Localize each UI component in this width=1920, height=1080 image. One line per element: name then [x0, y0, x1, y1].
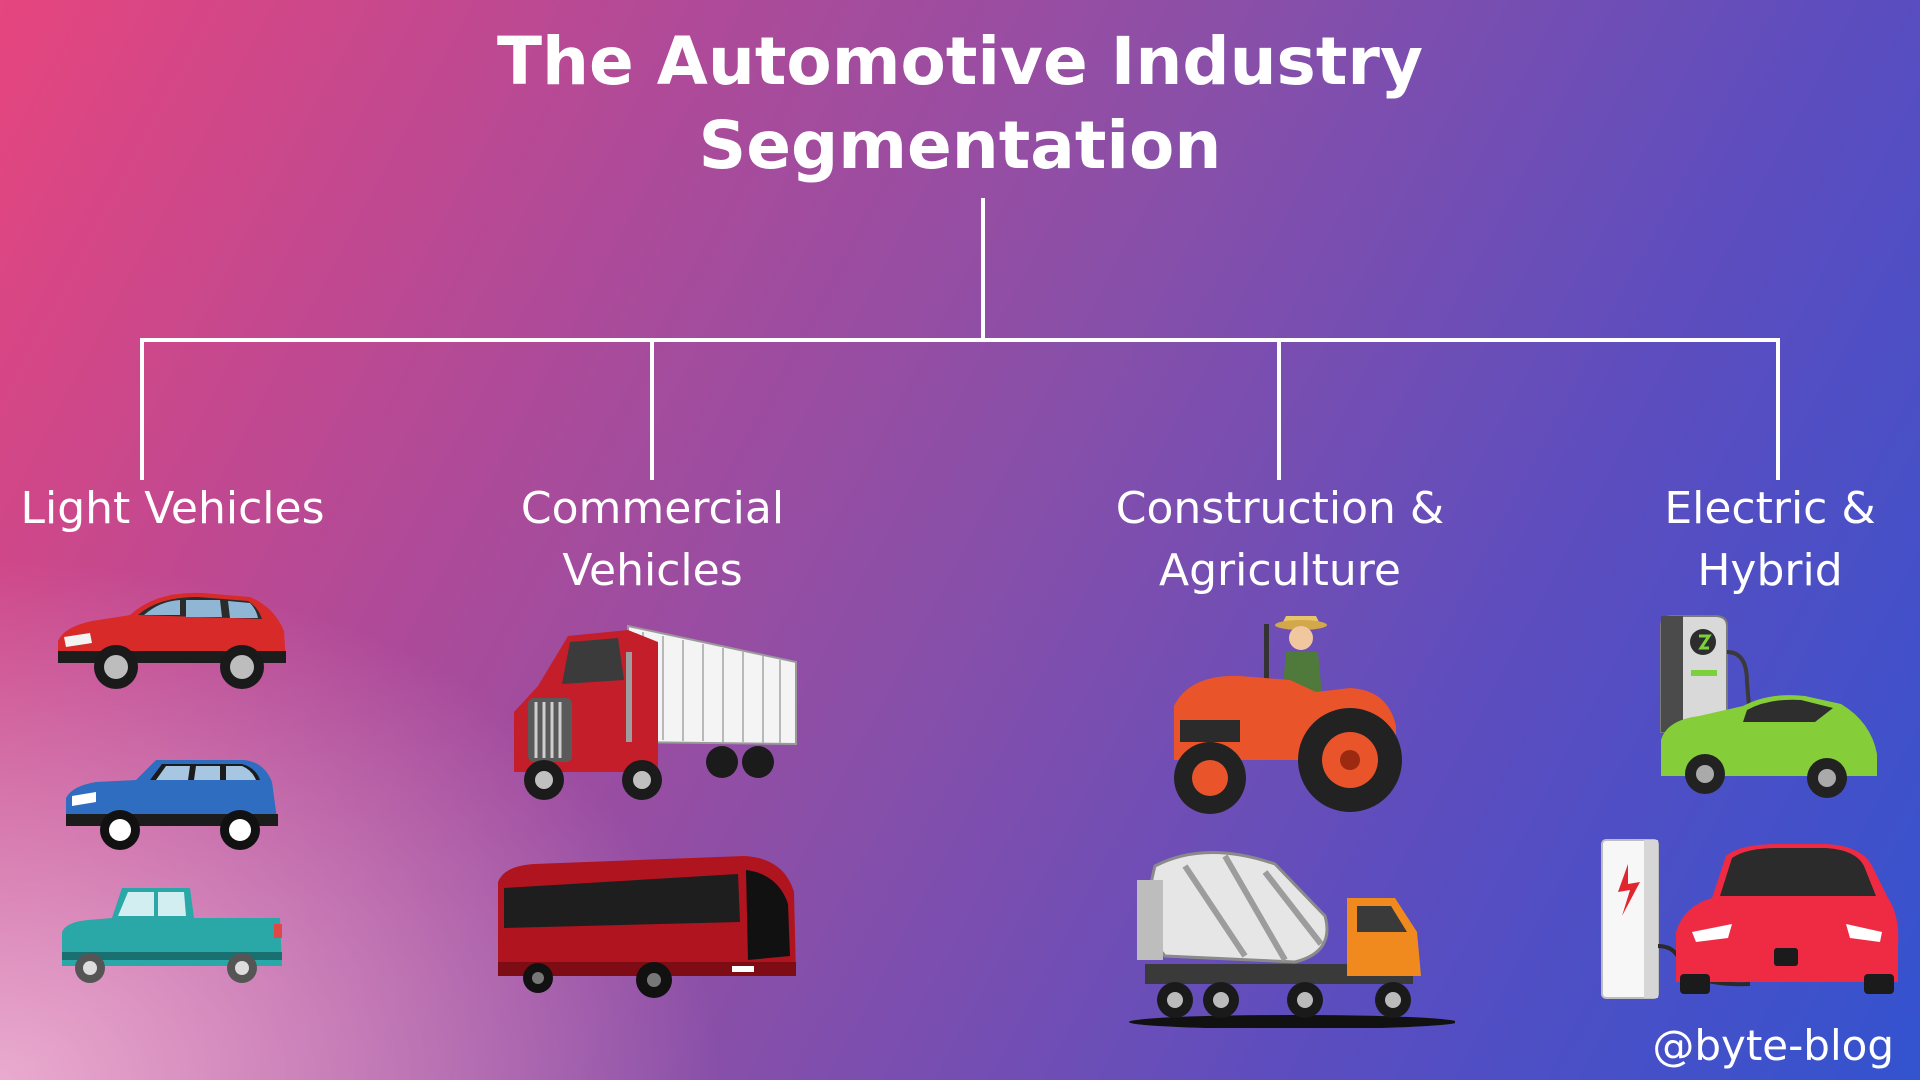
segment-label-line: Construction & [1115, 483, 1445, 534]
page-title: The Automotive Industry Segmentation [360, 20, 1560, 188]
segment-electric-hybrid: Electric & Hybrid [1620, 478, 1920, 602]
farmer-tractor-icon [1174, 616, 1402, 814]
segment-light-vehicles: Light Vehicles [0, 478, 345, 540]
red-ev-charging-icon [1601, 839, 1899, 999]
green-ev-charging-icon [1660, 615, 1877, 798]
segment-commercial-vehicles: Commercial Vehicles [470, 478, 835, 602]
segment-label-line: Light Vehicles [20, 483, 325, 534]
segment-construction-agriculture: Construction & Agriculture [1090, 478, 1470, 602]
segment-label-line: Hybrid [1697, 545, 1843, 596]
segment-label-line: Vehicles [562, 545, 743, 596]
blue-suv-icon [66, 760, 278, 850]
red-semi-truck-icon [514, 624, 797, 800]
title-line-2: Segmentation [698, 107, 1222, 184]
cement-mixer-truck-icon [1129, 851, 1455, 1028]
red-coach-bus-icon [498, 856, 796, 998]
segment-label-line: Electric & [1664, 483, 1876, 534]
teal-pickup-truck-icon [62, 888, 282, 983]
segment-label-line: Agriculture [1159, 545, 1401, 596]
watermark: @byte-blog [1652, 1021, 1894, 1070]
segment-label-line: Commercial [520, 483, 785, 534]
title-line-1: The Automotive Industry [497, 23, 1423, 100]
red-hatchback-icon [58, 592, 286, 689]
